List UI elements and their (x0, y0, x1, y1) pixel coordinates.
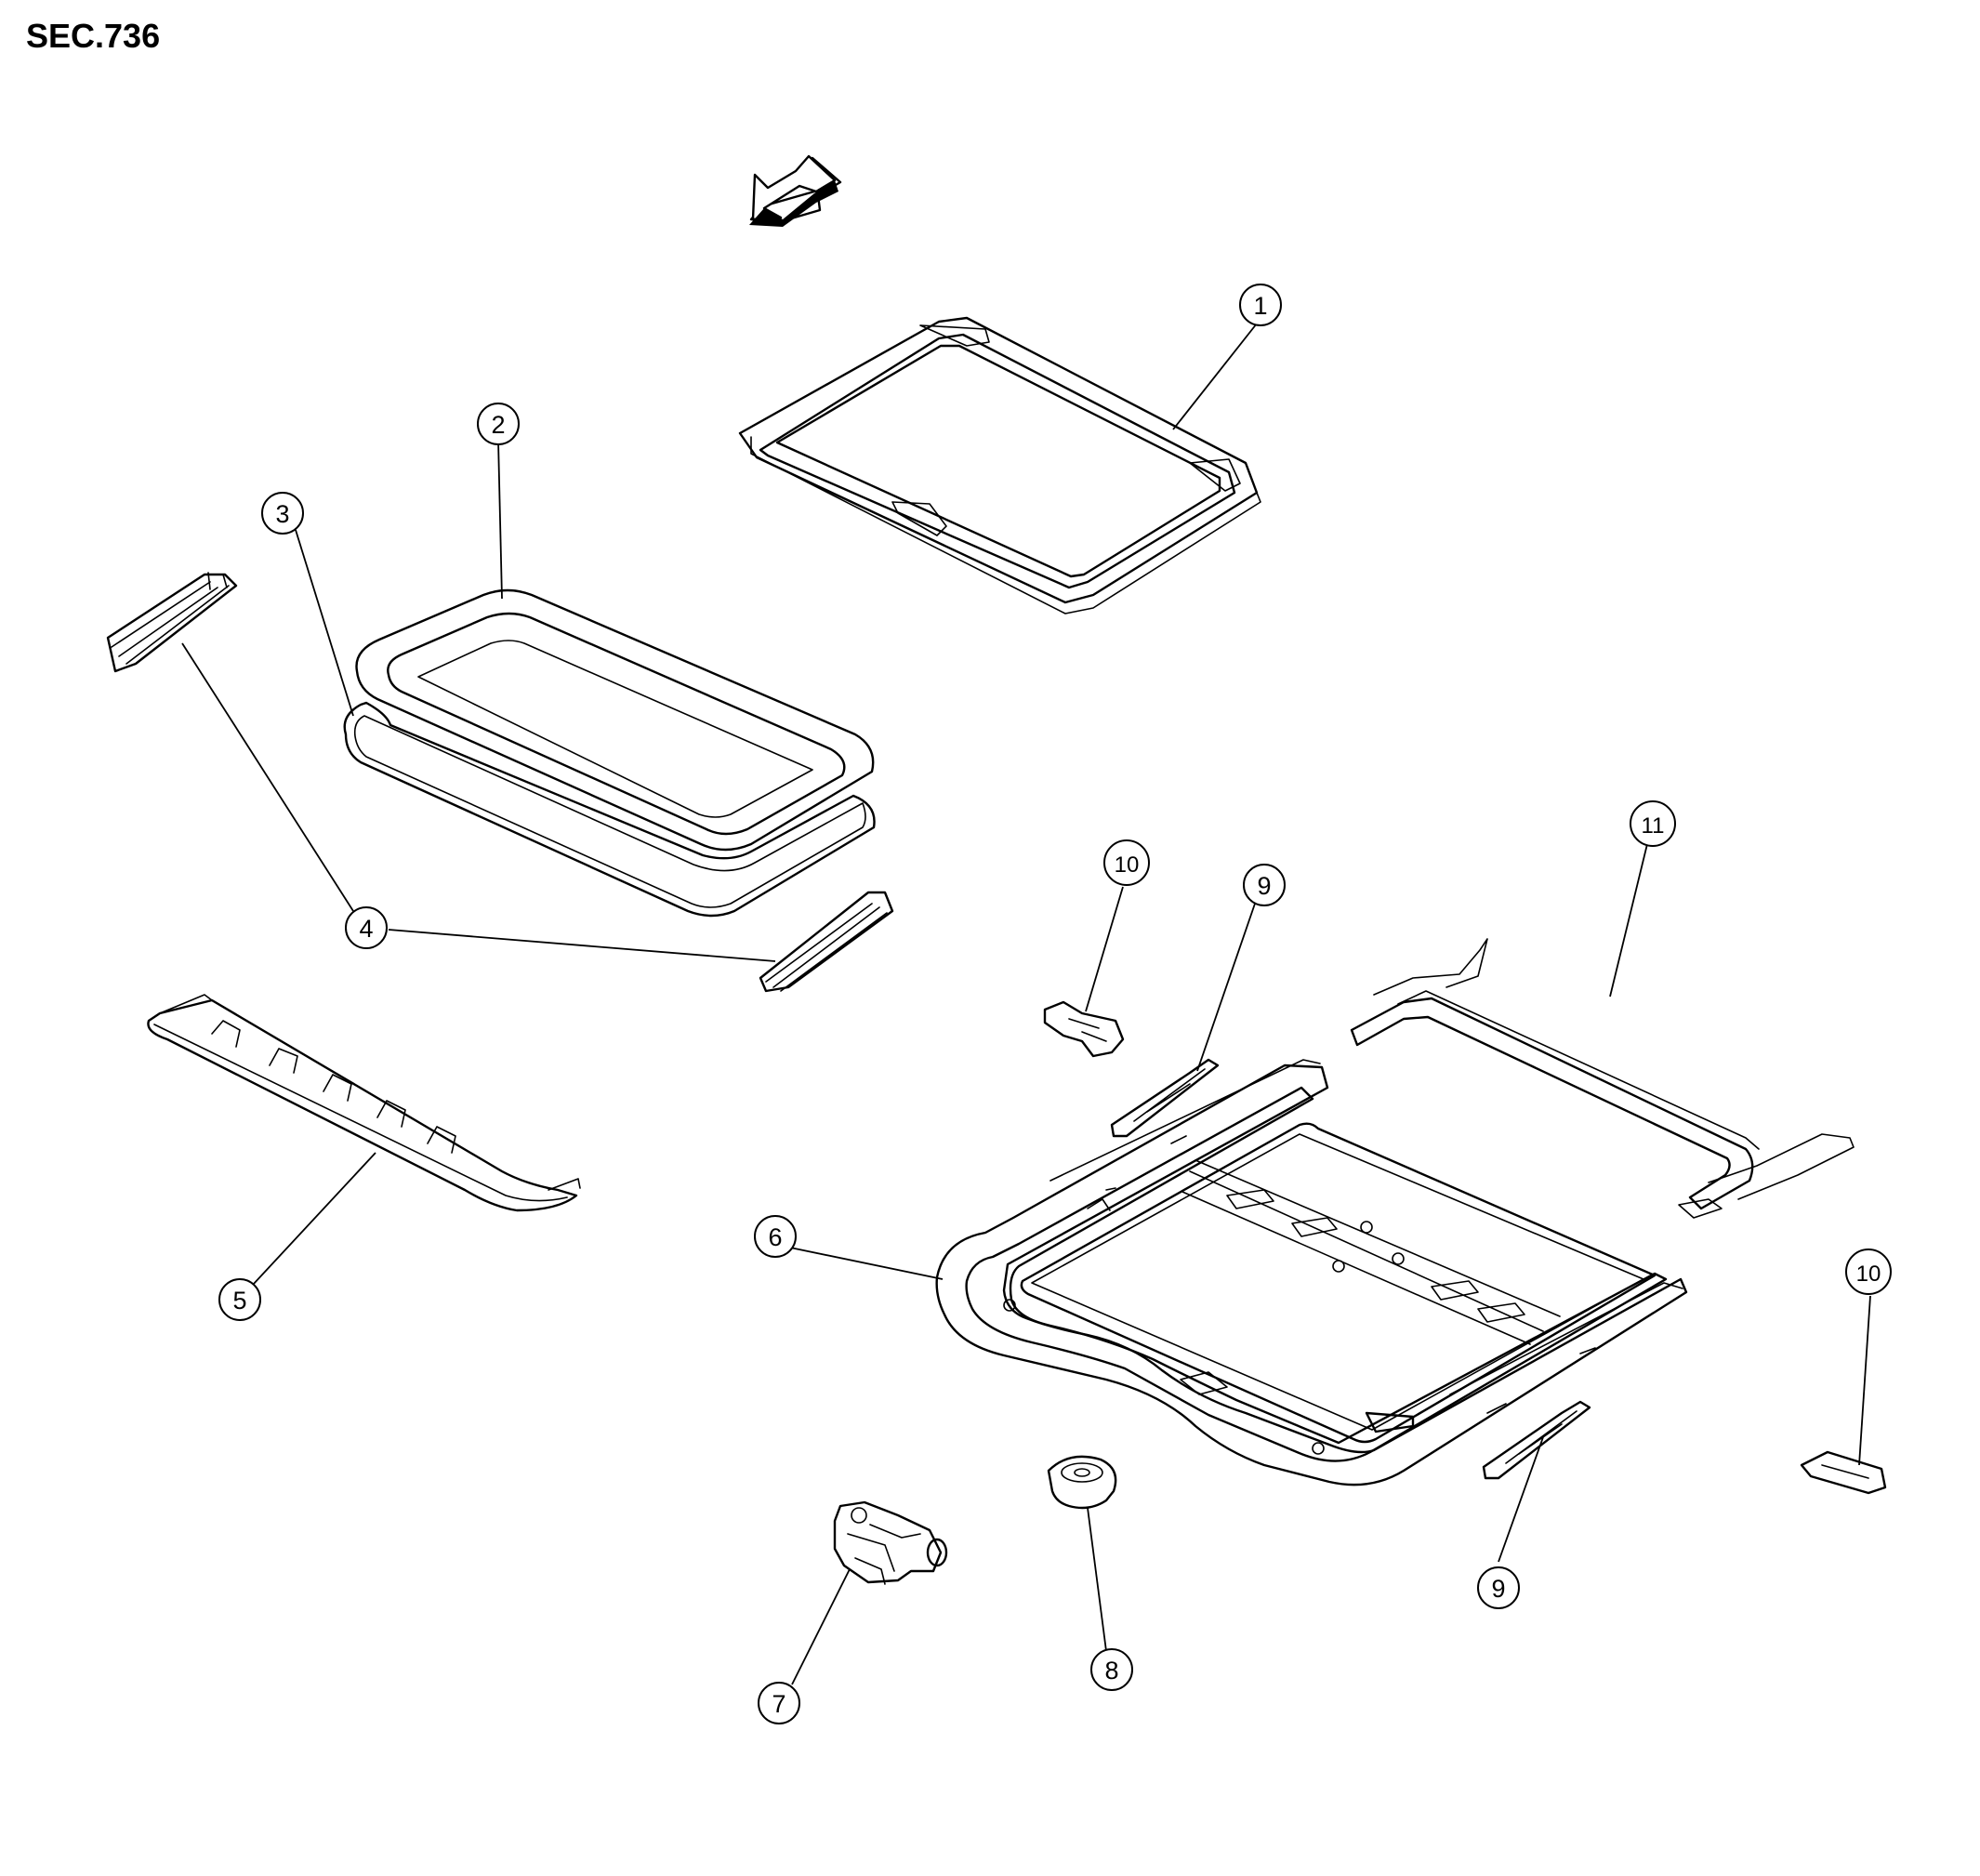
part-4-deflector-rail-left (106, 572, 238, 673)
svg-text:2: 2 (491, 411, 505, 439)
callout-2: 2 (477, 403, 520, 445)
section-title: SEC.736 (26, 17, 161, 55)
part-1-sunroof-glass-lid (738, 316, 1261, 614)
callout-10-upper: 10 (1103, 839, 1150, 886)
part-5-wind-deflector (147, 994, 581, 1212)
part-3-gasket (343, 701, 876, 918)
svg-text:4: 4 (359, 915, 373, 943)
part-10-bracket-upper (1043, 1000, 1125, 1058)
svg-text:11: 11 (1642, 813, 1665, 839)
svg-text:9: 9 (1257, 872, 1271, 900)
part-9-guide-upper (1110, 1058, 1220, 1138)
callout-4: 4 (345, 906, 388, 949)
part-8-grommet (1047, 1455, 1117, 1510)
leader-lines (181, 323, 1871, 1685)
svg-text:5: 5 (232, 1287, 246, 1315)
callout-7: 7 (758, 1682, 800, 1724)
callout-11: 11 (1630, 800, 1676, 847)
callout-9-upper: 9 (1243, 864, 1286, 906)
part-10-bracket-lower (1800, 1450, 1887, 1495)
svg-text:1: 1 (1253, 292, 1267, 320)
svg-text:6: 6 (768, 1223, 782, 1251)
part-7-sunroof-motor (833, 1500, 948, 1585)
callout-1: 1 (1239, 284, 1282, 326)
part-11-rear-frame-rail (1350, 938, 1855, 1219)
part-6-sunroof-frame (935, 1059, 1688, 1486)
svg-text:10: 10 (1856, 1262, 1881, 1287)
front-direction-arrow-icon (749, 154, 842, 227)
svg-text:10: 10 (1115, 852, 1140, 878)
svg-text:8: 8 (1104, 1657, 1118, 1684)
part-2-frame-weatherstrip (355, 588, 875, 852)
svg-text:9: 9 (1491, 1575, 1505, 1603)
svg-text:3: 3 (275, 500, 289, 528)
svg-text:7: 7 (772, 1690, 785, 1718)
callout-5: 5 (218, 1278, 261, 1321)
callout-3: 3 (261, 492, 304, 535)
part-4-deflector-rail-right (759, 891, 894, 993)
part-9-guide-lower (1482, 1400, 1591, 1480)
callout-10-lower: 10 (1845, 1248, 1892, 1295)
callout-8: 8 (1090, 1648, 1133, 1691)
callout-9-lower: 9 (1477, 1566, 1520, 1609)
callout-6: 6 (754, 1215, 797, 1258)
